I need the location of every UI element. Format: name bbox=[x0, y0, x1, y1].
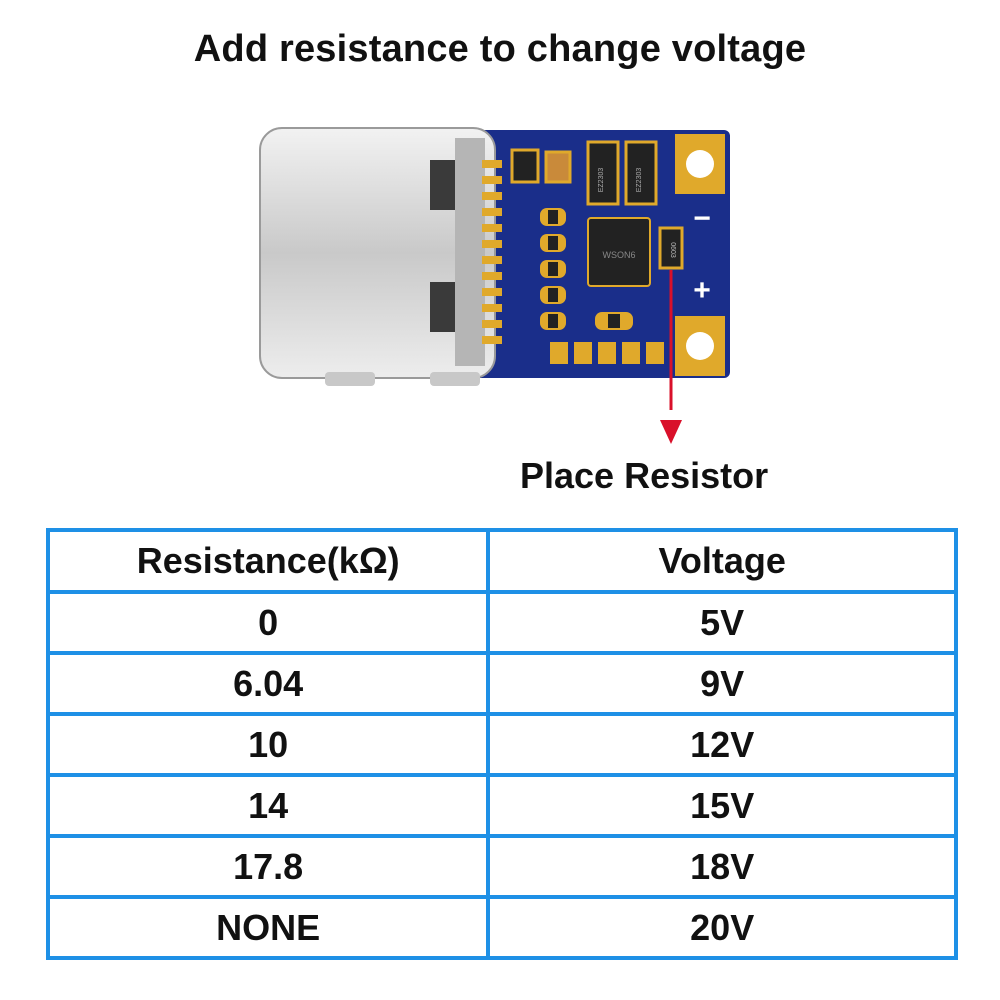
pcb-board-illustration: EZ2303 EZ2303 − + WSON6 0603 bbox=[250, 110, 750, 428]
cell-resistance: 6.04 bbox=[45, 651, 491, 716]
cell-voltage: 15V bbox=[486, 773, 958, 838]
diode-2-label: EZ2303 bbox=[636, 168, 643, 193]
place-resistor-label: Place Resistor bbox=[520, 455, 769, 496]
diode-2 bbox=[624, 140, 658, 206]
usb-c-connector-icon bbox=[259, 127, 496, 386]
cell-resistance: 14 bbox=[45, 773, 491, 838]
cell-resistance: 10 bbox=[45, 712, 491, 777]
table-row: 10 12V bbox=[45, 712, 958, 777]
table-row: 14 15V bbox=[45, 773, 958, 838]
cell-voltage: 9V bbox=[486, 651, 958, 716]
resistance-voltage-table: Resistance(kΩ) Voltage 0 5V 6.04 9V 10 1… bbox=[45, 528, 958, 960]
arrow-head-icon bbox=[660, 420, 682, 444]
table-row: 17.8 18V bbox=[45, 834, 958, 899]
cell-voltage: 5V bbox=[486, 590, 958, 655]
chip-label: WSON6 bbox=[602, 250, 635, 260]
table-row: 0 5V bbox=[45, 590, 958, 655]
header-resistance: Resistance(kΩ) bbox=[45, 528, 491, 594]
cell-voltage: 20V bbox=[486, 895, 958, 960]
diode-1-label: EZ2303 bbox=[598, 168, 605, 193]
cell-voltage: 12V bbox=[486, 712, 958, 777]
resistor-label: 0603 bbox=[669, 242, 676, 258]
cell-resistance: 17.8 bbox=[45, 834, 491, 899]
cell-voltage: 18V bbox=[486, 834, 958, 899]
header-voltage: Voltage bbox=[486, 528, 958, 594]
connector-pins bbox=[482, 160, 502, 344]
resistor-top-left bbox=[510, 148, 540, 184]
table: Resistance(kΩ) Voltage 0 5V 6.04 9V 10 1… bbox=[45, 528, 958, 960]
table-row: NONE 20V bbox=[45, 895, 958, 960]
table-header-row: Resistance(kΩ) Voltage bbox=[45, 528, 958, 594]
small-components bbox=[540, 208, 633, 330]
pcb-board-svg: EZ2303 EZ2303 − + WSON6 0603 bbox=[259, 127, 730, 428]
minus-symbol: − bbox=[693, 202, 711, 235]
wson6-chip bbox=[587, 217, 651, 287]
table-row: 6.04 9V bbox=[45, 651, 958, 716]
plus-symbol: + bbox=[693, 274, 711, 307]
resistor-placement bbox=[658, 226, 684, 270]
diode-1 bbox=[586, 140, 620, 206]
capacitor-top bbox=[544, 150, 572, 184]
cell-resistance: 0 bbox=[45, 590, 491, 655]
page-title: Add resistance to change voltage bbox=[193, 28, 807, 70]
cell-resistance: NONE bbox=[45, 895, 491, 960]
bottom-pads bbox=[550, 342, 664, 364]
